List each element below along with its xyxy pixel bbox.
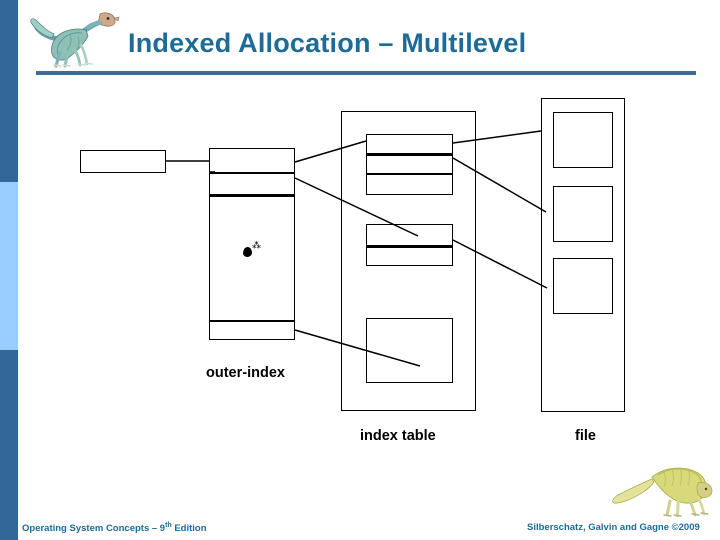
footer-left-text: Operating System Concepts – 9th Edition: [22, 522, 207, 534]
index-table-column: [341, 111, 476, 411]
file-block-1: [553, 112, 613, 168]
outer-index-divider-2: [209, 194, 295, 198]
footer-left-tail: Edition: [171, 523, 207, 535]
file-pointer-block: [80, 150, 166, 173]
rail-segment-top: [0, 0, 18, 182]
outer-index-divider-3: [209, 320, 295, 322]
file-block-2: [553, 186, 613, 242]
file-column: [541, 98, 625, 412]
footer-right-text: Silberschatz, Galvin and Gagne ©2009: [527, 522, 700, 533]
index-table-caption: index table: [360, 428, 436, 444]
vertical-ellipsis-spark-icon: ⁂: [252, 240, 261, 250]
rail-segment-bottom: [0, 350, 18, 540]
outer-index-column: [209, 148, 295, 340]
vertical-ellipsis-dot-icon: [243, 247, 252, 257]
file-block-3: [553, 258, 613, 314]
index-table-block-3: [366, 318, 453, 383]
page-title: Indexed Allocation – Multilevel: [128, 28, 527, 58]
file-caption: file: [575, 428, 596, 444]
index-table-block-1-divider-2: [366, 173, 453, 175]
index-table-block-1: [366, 134, 453, 195]
rail-segment-middle: [0, 182, 18, 350]
left-decorative-rail: [0, 0, 18, 540]
footer-left-superscript: th: [165, 522, 172, 529]
dinosaur-logo-icon: [30, 12, 120, 68]
outer-index-caption: outer-index: [206, 365, 285, 381]
footer-left-main: Operating System Concepts – 9: [22, 523, 166, 535]
title-underline-rule: [36, 71, 696, 75]
index-table-block-1-divider: [366, 153, 453, 157]
dinosaur-footer-icon: [612, 467, 713, 517]
index-table-block-2-divider: [366, 245, 453, 249]
outer-index-divider-1: [209, 172, 295, 174]
